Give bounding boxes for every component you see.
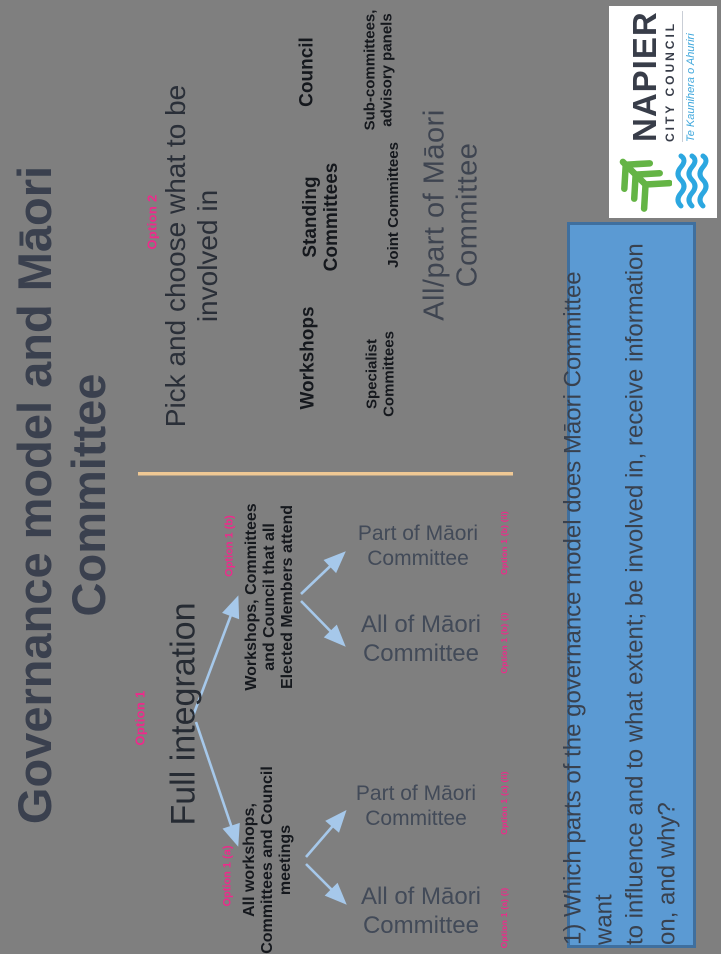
grid-item-subcommittees-advisory-panels: Sub-committees, advisory panels — [361, 9, 396, 131]
option1-label: Option 1 — [132, 690, 148, 746]
sublabel-option1b-i: Option 1 (b) (i) — [499, 612, 510, 674]
logo-subtitle: CITY COUNCIL — [663, 20, 678, 142]
outcome-option1a-all: All of Māori Committee — [360, 883, 482, 939]
option2-footer: All/part of Māori Committee — [418, 109, 484, 321]
grid-item-specialist-committees: Specialist Committees — [363, 331, 398, 417]
grid-item-workshops: Workshops — [297, 306, 319, 410]
logo-icon-group — [616, 150, 710, 212]
waves-icon — [675, 153, 709, 209]
grid-item-joint-committees: Joint Committees — [384, 142, 402, 268]
fern-icon — [619, 158, 672, 212]
outcome-option1b-all: All of Māori Committee — [360, 611, 482, 667]
question-box — [567, 222, 696, 948]
napier-city-council-logo: NAPIER CITY COUNCIL Te Kaunihera o Ahuri… — [609, 6, 717, 218]
sublabel-option1a-i: Option 1 (a) (i) — [499, 887, 510, 949]
logo-text-group: NAPIER CITY COUNCIL Te Kaunihera o Ahuri… — [626, 11, 698, 142]
question-text: 1) Which parts of the governance model d… — [559, 243, 681, 945]
outcome-option1a-part: Part of Māori Committee — [355, 781, 477, 830]
option1b-label: Option 1 (b) — [223, 515, 236, 577]
sublabel-option1b-ii: Option 1 (b) (ii) — [499, 511, 510, 575]
option2-label: Option 2 — [144, 194, 160, 250]
option2-heading: Pick and choose what to be involved in — [159, 84, 223, 428]
outcome-option1b-part: Part of Māori Committee — [357, 521, 479, 570]
option1a-description: All workshops, Committees and Council me… — [241, 766, 294, 954]
slide-title: Governance model and Māori Committee — [7, 165, 115, 825]
option1-heading: Full integration — [164, 602, 203, 826]
grid-item-standing-committees: Standing Committees — [300, 162, 342, 272]
grid-item-council: Council — [296, 37, 318, 107]
option1b-description: Workshops, Committees and Council that a… — [243, 503, 296, 691]
logo-name: NAPIER — [626, 11, 664, 142]
option1a-label: Option 1 (a) — [221, 845, 234, 907]
sublabel-option1a-ii: Option 1 (a) (ii) — [499, 771, 510, 835]
logo-tagline: Te Kaunihera o Ahuriri — [681, 11, 698, 142]
